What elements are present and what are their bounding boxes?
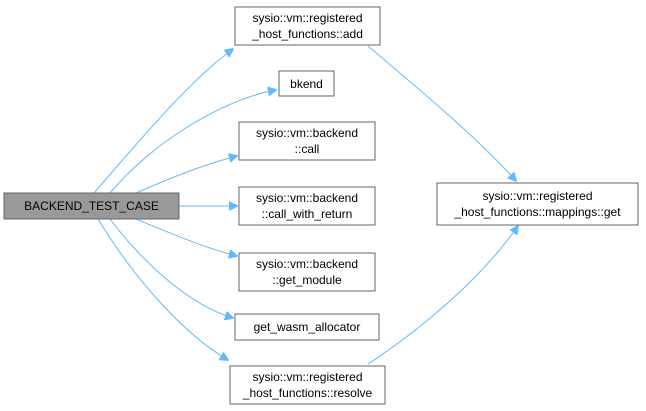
node-registered-host-functions-resolve[interactable]: sysio::vm::registered _host_functions::r… xyxy=(229,365,386,405)
node-backend-test-case[interactable]: BACKEND_TEST_CASE xyxy=(3,192,180,220)
node-registered-host-functions-add[interactable]: sysio::vm::registered _host_functions::a… xyxy=(234,6,381,46)
edge-root-to-resolve xyxy=(97,218,228,360)
edge-root-to-call xyxy=(135,156,237,194)
node-label-line1: sysio::vm::registered xyxy=(252,11,362,25)
node-label-line2: ::call xyxy=(295,142,320,156)
node-label: BACKEND_TEST_CASE xyxy=(24,199,159,213)
node-label-line2: _host_functions::mappings::get xyxy=(453,205,621,219)
nodes: BACKEND_TEST_CASE sysio::vm::registered … xyxy=(3,6,639,405)
node-bkend[interactable]: bkend xyxy=(278,70,335,97)
edge-resolve-to-mappings-get xyxy=(367,226,518,365)
node-label-line2: ::get_module xyxy=(272,273,342,287)
node-label-line1: sysio::vm::backend xyxy=(256,191,358,205)
node-label-line1: sysio::vm::backend xyxy=(256,257,358,271)
node-backend-call[interactable]: sysio::vm::backend ::call xyxy=(238,121,376,161)
node-label: bkend xyxy=(290,77,323,91)
node-label: get_wasm_allocator xyxy=(254,320,361,334)
node-label-line1: sysio::vm::registered xyxy=(252,370,362,384)
node-label-line1: sysio::vm::registered xyxy=(482,189,592,203)
edge-add-to-mappings-get xyxy=(367,45,516,181)
edge-root-to-get-wasm-allocator xyxy=(109,218,233,318)
node-registered-host-functions-mappings-get[interactable]: sysio::vm::registered _host_functions::m… xyxy=(436,182,639,226)
node-get-wasm-allocator[interactable]: get_wasm_allocator xyxy=(234,313,380,341)
node-label-line2: ::call_with_return xyxy=(262,207,353,221)
node-label-line1: sysio::vm::backend xyxy=(256,126,358,140)
node-backend-call-with-return[interactable]: sysio::vm::backend ::call_with_return xyxy=(238,186,376,226)
node-label-line2: _host_functions::resolve xyxy=(242,386,373,400)
edge-root-to-bkend xyxy=(109,90,276,194)
node-label-line2: _host_functions::add xyxy=(251,27,363,41)
edges xyxy=(93,45,518,365)
node-backend-get-module[interactable]: sysio::vm::backend ::get_module xyxy=(238,252,376,292)
edge-root-to-add xyxy=(93,49,233,194)
edge-root-to-get-module xyxy=(135,218,237,256)
